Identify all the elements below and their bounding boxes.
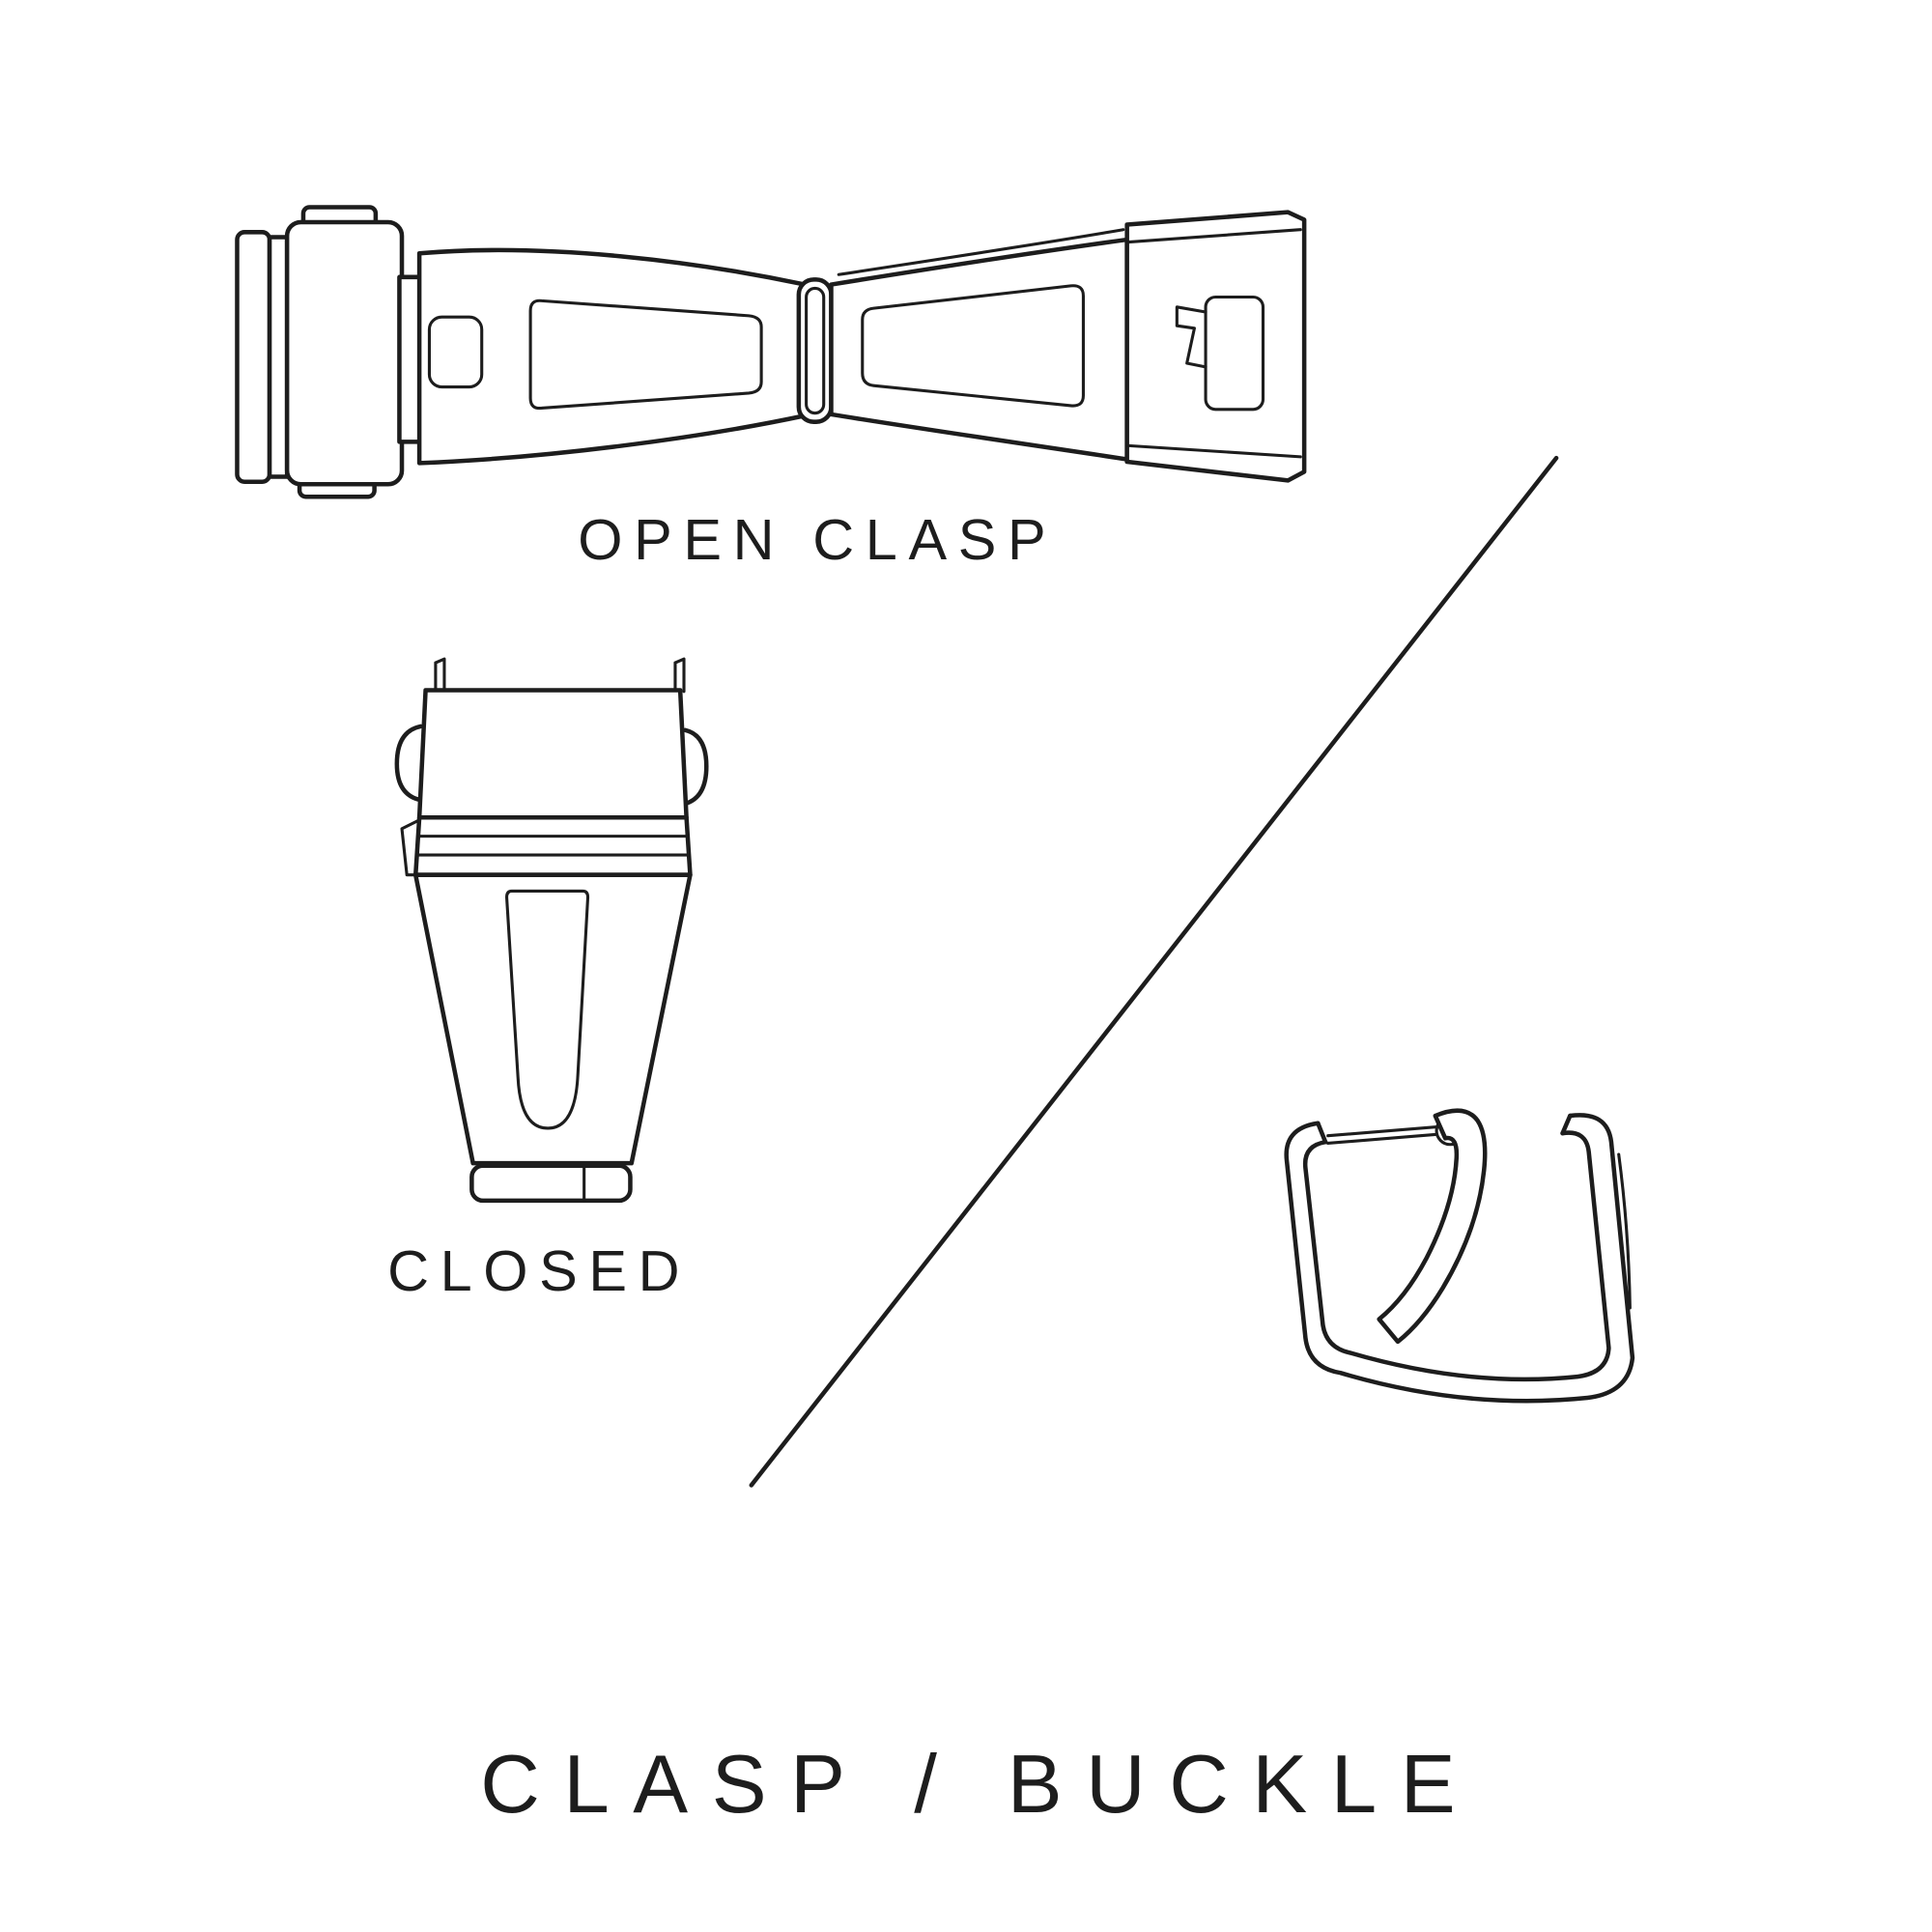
open-clasp-right-end (1124, 210, 1307, 483)
closed-clasp-band (412, 814, 693, 877)
closed-label: CLOSED (387, 1238, 691, 1303)
open-clasp-right-end-hole (1204, 295, 1265, 412)
divider-line (749, 455, 1559, 1488)
open-clasp-right-blade-inner (861, 284, 1085, 408)
open-clasp-left-blade-inner (528, 298, 763, 411)
open-clasp-left-blade (416, 247, 808, 466)
open-clasp-illustration (235, 205, 1307, 499)
buckle-illustration (1284, 1108, 1635, 1404)
open-clasp-right-blade-flange (837, 228, 1125, 276)
open-clasp-right-end-bottom-line (1125, 443, 1302, 459)
open-clasp-left-cap-strip (267, 235, 290, 479)
open-clasp-left-block (284, 219, 405, 487)
diagram-title: CLASP / BUCKLE (480, 1739, 1479, 1831)
buckle-tang (1377, 1108, 1488, 1345)
open-clasp-right-end-top-line (1125, 228, 1302, 244)
buckle-frame-inner (1302, 1130, 1611, 1382)
buckle-spring-bar (1326, 1125, 1437, 1146)
open-clasp-right-end-hook (1175, 305, 1208, 369)
closed-clasp-illustration (394, 657, 709, 1204)
closed-clasp-left-prong (434, 657, 446, 694)
closed-clasp-band-lines (414, 835, 691, 857)
closed-clasp-slot (504, 889, 590, 1130)
open-clasp-hinge-inner (805, 286, 826, 415)
open-clasp-left-cap (235, 230, 272, 484)
closed-clasp-left-ear (394, 724, 423, 803)
closed-clasp-right-ear (683, 727, 709, 807)
open-clasp-hinge (796, 277, 834, 424)
closed-clasp-body (412, 872, 693, 1166)
open-clasp-label: OPEN CLASP (578, 507, 1057, 572)
closed-clasp-bottom-bar (469, 1163, 633, 1204)
closed-clasp-right-prong (673, 657, 686, 694)
open-clasp-left-blade-notch (427, 315, 484, 389)
buckle-frame-outer (1284, 1113, 1635, 1404)
buckle-right-contour (1617, 1152, 1632, 1310)
closed-clasp-left-flange (400, 818, 421, 877)
closed-clasp-top-block (416, 688, 689, 820)
buckle-frame-caps (1316, 1113, 1573, 1145)
